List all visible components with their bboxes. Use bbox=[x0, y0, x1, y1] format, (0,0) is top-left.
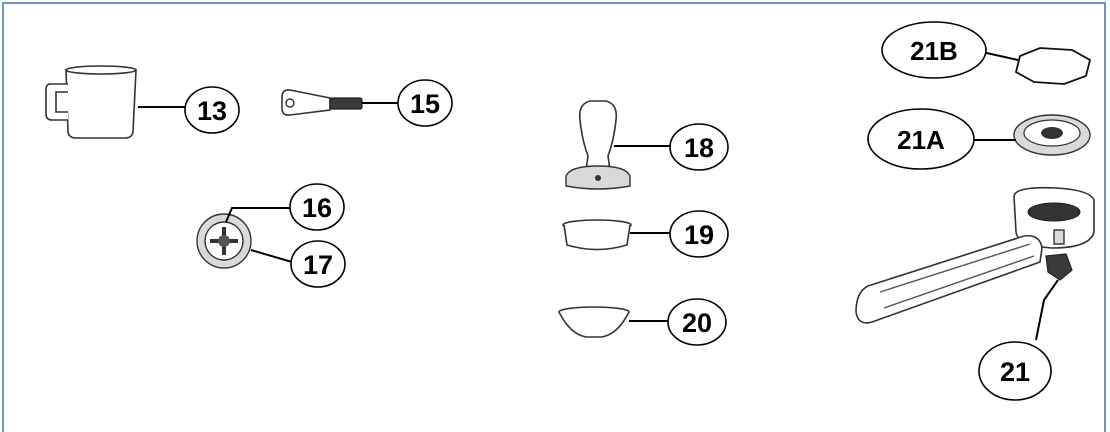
filter-basket-single-illustration bbox=[563, 220, 631, 250]
callout-15-label: 15 bbox=[410, 89, 440, 119]
callout-17-label: 17 bbox=[303, 250, 333, 280]
callout-21: 21 bbox=[979, 342, 1051, 400]
gasket-ring-illustration bbox=[1016, 48, 1090, 84]
callout-13-label: 13 bbox=[197, 96, 227, 126]
callout-21b: 21B bbox=[882, 22, 986, 78]
callout-17: 17 bbox=[291, 241, 345, 287]
callout-15: 15 bbox=[398, 80, 452, 126]
callout-21-label: 21 bbox=[1000, 357, 1030, 387]
callout-16-label: 16 bbox=[302, 193, 332, 223]
callout-20: 20 bbox=[668, 299, 726, 345]
callout-19-label: 19 bbox=[684, 220, 714, 250]
callout-19: 19 bbox=[670, 211, 728, 257]
callout-13: 13 bbox=[185, 87, 239, 133]
leader-17 bbox=[251, 250, 292, 262]
callout-18-label: 18 bbox=[684, 133, 714, 163]
filter-disc-illustration bbox=[197, 214, 251, 268]
cleaning-tool-illustration bbox=[282, 90, 362, 115]
callout-21a-label: 21A bbox=[897, 125, 945, 155]
leader-21b bbox=[982, 52, 1018, 60]
portafilter-illustration bbox=[856, 188, 1094, 323]
milk-jug-illustration bbox=[46, 66, 136, 138]
callout-20-label: 20 bbox=[682, 308, 712, 338]
callout-21a: 21A bbox=[868, 109, 974, 169]
callout-18: 18 bbox=[670, 124, 728, 170]
shower-screen-illustration bbox=[1014, 115, 1090, 155]
conical-filter-illustration bbox=[559, 307, 629, 337]
callout-16: 16 bbox=[290, 184, 344, 230]
callout-21b-label: 21B bbox=[910, 36, 958, 66]
leader-21 bbox=[1036, 280, 1058, 340]
